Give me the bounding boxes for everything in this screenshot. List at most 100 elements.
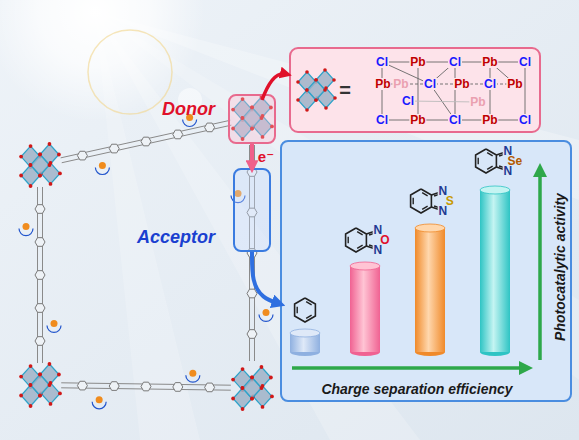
oxygen-dot bbox=[261, 135, 265, 139]
double-bond bbox=[487, 166, 492, 169]
double-bond bbox=[348, 237, 349, 243]
linker-ring bbox=[35, 337, 45, 346]
oxygen-dot bbox=[251, 395, 255, 399]
benzodiazole-molecule bbox=[411, 189, 450, 213]
bar-top bbox=[290, 329, 320, 337]
oxygen-dot bbox=[241, 137, 245, 141]
oxygen-dot bbox=[29, 163, 33, 167]
oxygen-dot bbox=[29, 383, 33, 387]
oxygen-dot bbox=[296, 80, 300, 84]
guest-molecule bbox=[99, 162, 106, 169]
bar-cylinder bbox=[350, 262, 380, 356]
bond-line bbox=[418, 62, 419, 120]
oxygen-dot bbox=[29, 383, 33, 387]
bar-body bbox=[290, 333, 320, 352]
linker-ring bbox=[205, 383, 215, 392]
double-bond bbox=[369, 233, 375, 235]
linker-ring bbox=[247, 330, 257, 339]
polyhedron bbox=[298, 90, 316, 110]
oxygen-dot bbox=[29, 404, 33, 408]
oxygen-dot bbox=[250, 106, 254, 110]
rotation-arc bbox=[259, 314, 273, 321]
lens-flare bbox=[88, 30, 172, 114]
guest-molecule bbox=[51, 320, 58, 327]
guest-molecule bbox=[189, 370, 196, 377]
oxygen-dot bbox=[250, 127, 254, 131]
bond-line bbox=[490, 62, 515, 84]
oxygen-dot bbox=[260, 116, 264, 120]
oxygen-dot bbox=[38, 174, 42, 178]
oxygen-dot bbox=[305, 108, 309, 112]
oxygen-dot bbox=[38, 394, 42, 398]
polyhedron bbox=[40, 144, 59, 165]
polyhedron bbox=[253, 116, 272, 137]
bond-line bbox=[430, 62, 455, 84]
double-bond bbox=[413, 198, 414, 204]
bar-cylinder bbox=[290, 329, 320, 356]
benzodiazole-molecule bbox=[346, 228, 385, 252]
polyhedron bbox=[40, 364, 59, 385]
linker-line bbox=[61, 383, 231, 385]
oxygen-dot bbox=[49, 402, 53, 406]
pb-cl-cluster bbox=[231, 95, 274, 141]
flow-arrow bbox=[250, 144, 254, 168]
guest-molecule bbox=[235, 190, 242, 197]
oxygen-dot bbox=[250, 378, 254, 382]
oxygen-dot bbox=[261, 114, 265, 118]
oxygen-dot bbox=[29, 385, 33, 389]
oxygen-dot bbox=[261, 384, 265, 388]
guest-molecule bbox=[96, 396, 103, 403]
oxygen-dot bbox=[39, 392, 43, 396]
linker-ring bbox=[35, 205, 45, 214]
equals-sign: = bbox=[338, 80, 352, 100]
oxygen-dot bbox=[38, 375, 42, 379]
polyhedron bbox=[41, 383, 60, 404]
linker-ring bbox=[247, 168, 257, 177]
atom-label: Pb bbox=[392, 78, 409, 90]
double-bond bbox=[306, 315, 311, 318]
polyhedron bbox=[31, 155, 50, 176]
oxygen-dot bbox=[260, 386, 264, 390]
oxygen-dot bbox=[323, 68, 327, 72]
oxygen-dot bbox=[260, 116, 264, 120]
oxygen-dot bbox=[260, 365, 264, 369]
oxygen-dot bbox=[58, 392, 62, 396]
heteroatom-label: N bbox=[372, 224, 383, 236]
lattice-bonds bbox=[382, 62, 525, 120]
double-bond bbox=[306, 302, 311, 305]
bond-line bbox=[525, 62, 526, 120]
oxygen-dot bbox=[48, 163, 52, 167]
oxygen-dot bbox=[314, 98, 318, 102]
atom-label: Pb bbox=[409, 114, 426, 126]
atom-label: Pb bbox=[481, 56, 498, 68]
oxygen-dot bbox=[270, 125, 274, 129]
double-bond bbox=[422, 206, 427, 209]
polyhedron bbox=[233, 369, 252, 390]
polyhedron bbox=[307, 80, 325, 100]
linker-line bbox=[61, 388, 231, 390]
acceptor-box: Acceptor bbox=[233, 168, 271, 252]
polyhedron bbox=[31, 375, 50, 396]
ring-bond bbox=[346, 228, 367, 252]
oxygen-dot bbox=[29, 165, 33, 169]
oxygen-dot bbox=[49, 381, 53, 385]
polyhedron bbox=[21, 146, 40, 167]
linker-ring bbox=[35, 271, 45, 280]
atom-label: Pb bbox=[469, 96, 486, 108]
pb-cl-cluster bbox=[19, 362, 62, 408]
bar-body bbox=[415, 228, 445, 352]
linker-ring bbox=[77, 381, 87, 390]
polyhedron bbox=[243, 108, 262, 129]
oxygen-dot bbox=[260, 95, 264, 99]
linker-ring bbox=[173, 383, 183, 392]
heteroatom-label: N bbox=[502, 165, 513, 177]
oxygen-dot bbox=[29, 144, 33, 148]
double-bond bbox=[422, 193, 427, 196]
linker-ring bbox=[173, 130, 183, 139]
oxygen-dot bbox=[332, 78, 336, 82]
oxygen-dot bbox=[241, 118, 245, 122]
